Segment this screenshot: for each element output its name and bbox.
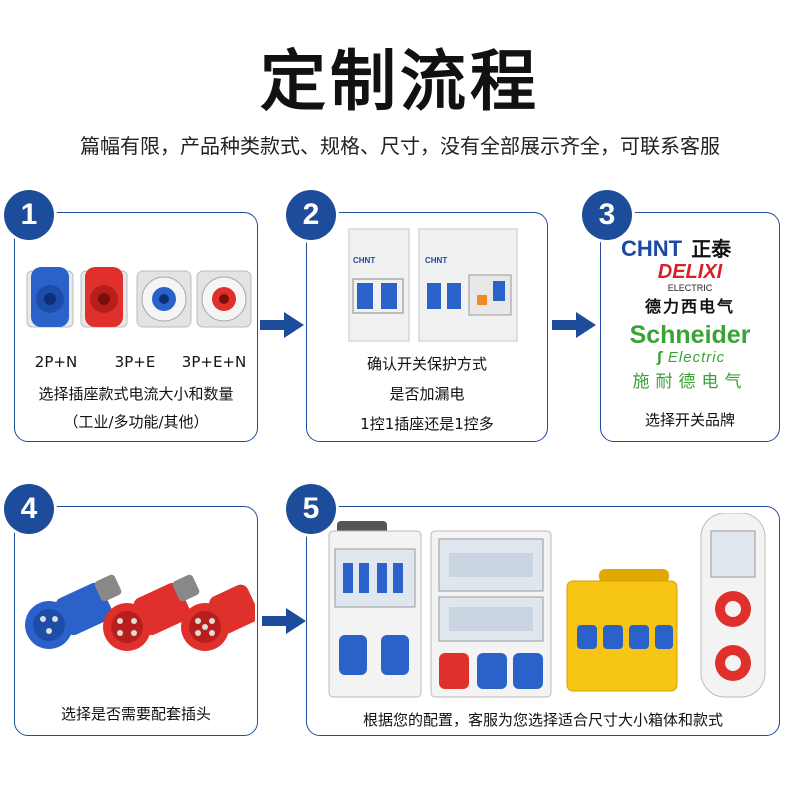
blue-socket-icon [26,267,74,328]
step2-caption-2: 是否加漏电 [389,385,465,403]
chint-logo-cn: 正泰 [691,237,732,261]
arrow-right-icon [262,608,306,634]
step3-caption-1: 选择开关品牌 [644,411,735,429]
step-card-3: CHNT 正泰 DELIXI ELECTRIC 德力西电气 Schneider … [600,212,780,442]
schneider-logo-en: Schneider [629,321,751,349]
rcbo-breaker-icon: CHNT [418,228,518,342]
red-socket-icon [80,267,128,328]
step4-caption-1: 选择是否需要配套插头 [60,705,211,723]
circuit-breaker-icon: CHNT [348,228,410,342]
distribution-box-large-icon [430,530,552,698]
socket-images [21,259,253,341]
step-card-1: 2P+N 3P+E 3P+E+N 选择插座款式电流大小和数量 （工业/多功能/其… [14,212,258,442]
distribution-box-small-icon [328,521,422,698]
tall-socket-box-icon [700,512,766,698]
step1-caption-2: （工业/多功能/其他） [63,413,209,431]
step-badge-1: 1 [4,190,54,240]
page-subtitle: 篇幅有限，产品种类款式、规格、尺寸，没有全部展示齐全，可联系客服 [80,134,720,158]
step1-caption-1: 选择插座款式电流大小和数量 [38,385,234,403]
socket-label-3pe: 3P+E [114,353,156,371]
step2-caption-1: 确认开关保护方式 [366,355,487,373]
svg-text:CHNT: CHNT [353,256,375,265]
schneider-logo-sub: Electric [667,349,726,366]
red-plug-icon [103,574,200,651]
page-title: 定制流程 [260,43,540,120]
schneider-logo-sub-wrap: ʃ Electric [657,347,777,366]
schneider-logo-cn: 施耐德电气 [632,372,748,391]
delixi-logo-en: DELIXI [657,261,723,283]
delixi-logo-sub: ELECTRIC [667,283,713,293]
step-badge-5: 5 [286,484,336,534]
socket-label-3pen: 3P+E+N [181,353,247,371]
distribution-box-images [319,512,775,699]
step-card-4: 选择是否需要配套插头 [14,506,259,736]
svg-text:CHNT: CHNT [425,256,447,265]
arrow-right-icon [552,312,596,338]
chint-logo: CHNT 正泰 [621,233,771,261]
yellow-box-icon [566,569,678,692]
schneider-leaf-icon: ʃ [657,350,663,366]
step-card-2: CHNT CHNT 确认开关保护方式 是否加漏电 1控1插座还是1控多 [306,212,548,442]
round-red-socket-icon [196,270,252,328]
plug-images [19,569,259,669]
step-badge-2: 2 [286,190,336,240]
socket-label-2pn: 2P+N [34,353,78,371]
round-blue-socket-icon [136,270,192,328]
chint-logo-en: CHNT [621,236,683,261]
step-badge-3: 3 [582,190,632,240]
arrow-right-icon [260,312,304,338]
step-card-5: 根据您的配置，客服为您选择适合尺寸大小箱体和款式 [306,506,780,736]
step2-caption-3: 1控1插座还是1控多 [360,415,494,433]
breaker-images: CHNT CHNT [343,225,523,343]
blue-plug-icon [25,574,122,649]
red-plug-5pin-icon [181,584,259,651]
delixi-logo-cn: 德力西电气 [644,299,735,316]
step-badge-4: 4 [4,484,54,534]
step5-caption-1: 根据您的配置，客服为您选择适合尺寸大小箱体和款式 [362,711,723,729]
